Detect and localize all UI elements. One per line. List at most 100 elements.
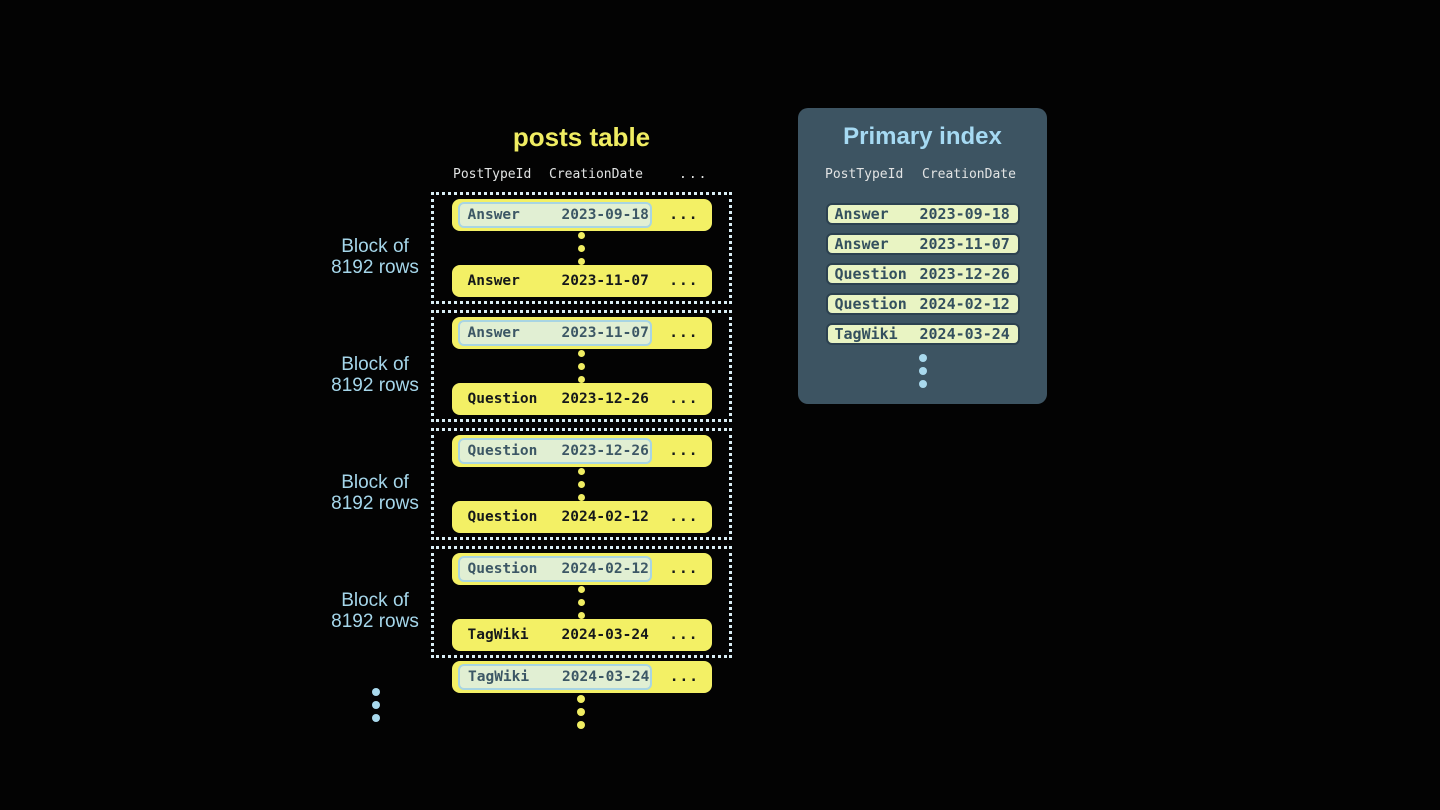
- cell-posttypeid: Question: [467, 561, 538, 577]
- row-block-2: Answer 2023-11-07 ... Question 2023-12-2…: [431, 310, 732, 422]
- indexed-cell-highlight: Question 2024-02-12: [457, 556, 652, 582]
- cell-creationdate: 2023-12-26: [919, 265, 1010, 283]
- more-blocks-ellipsis-dots: [372, 688, 380, 722]
- table-row: Answer 2023-09-18 ...: [451, 199, 712, 231]
- dot: [372, 701, 380, 709]
- row-block-4: Question 2024-02-12 ... TagWiki 2024-03-…: [431, 546, 732, 658]
- cell-posttypeid: Question: [467, 443, 538, 459]
- cell-creationdate: 2023-11-07: [561, 273, 649, 289]
- cell-posttypeid: TagWiki: [467, 627, 529, 643]
- cell-posttypeid: TagWiki: [834, 325, 898, 343]
- cell-creationdate: 2024-03-24: [562, 669, 650, 685]
- block-label-line2: 8192 rows: [331, 375, 419, 396]
- row-ellipsis: ...: [669, 509, 699, 525]
- row-ellipsis: ...: [669, 273, 699, 289]
- row-ellipsis: ...: [669, 561, 699, 577]
- block-label-1: Block of 8192 rows: [300, 236, 450, 278]
- indexed-cell-highlight: Answer 2023-09-18: [457, 202, 652, 228]
- block-label-3: Block of 8192 rows: [300, 472, 450, 514]
- column-header-ellipsis: ...: [679, 167, 709, 182]
- indexed-cell-highlight: TagWiki 2024-03-24: [458, 664, 652, 690]
- cell-posttypeid: Answer: [834, 205, 889, 223]
- primary-index-column-headers: PostTypeId CreationDate: [825, 167, 1016, 182]
- block-label-line2: 8192 rows: [331, 611, 419, 632]
- row-block-3: Question 2023-12-26 ... Question 2024-02…: [431, 428, 732, 540]
- indexed-cell-highlight: Answer 2023-11-07: [457, 320, 652, 346]
- dot: [578, 480, 585, 488]
- table-row: Question 2024-02-12 ...: [451, 501, 712, 533]
- dot: [918, 380, 927, 388]
- block-label-4: Block of 8192 rows: [300, 590, 450, 632]
- cell-creationdate: 2023-12-26: [561, 443, 649, 459]
- rows-ellipsis-dots: [578, 467, 585, 501]
- dot: [578, 611, 585, 619]
- block-label-2: Block of 8192 rows: [300, 354, 450, 396]
- table-row: TagWiki 2024-03-24 ...: [451, 619, 712, 651]
- index-entry: Answer 2023-11-07: [825, 233, 1020, 255]
- cell-creationdate: 2023-11-07: [561, 325, 649, 341]
- cell-posttypeid: Answer: [467, 207, 520, 223]
- column-header-creationdate: CreationDate: [922, 167, 1016, 182]
- dot: [578, 598, 585, 606]
- cell-posttypeid: Answer: [467, 325, 520, 341]
- cell-group: Question 2024-02-12: [458, 504, 652, 530]
- cell-creationdate: 2024-02-12: [561, 561, 649, 577]
- index-entry: TagWiki 2024-03-24: [825, 323, 1020, 345]
- dot: [578, 257, 585, 265]
- column-header-posttypeid: PostTypeId: [453, 167, 532, 182]
- block-label-line2: 8192 rows: [331, 493, 419, 514]
- row-ellipsis: ...: [669, 443, 699, 459]
- posts-table-column-headers: PostTypeId CreationDate ...: [431, 167, 732, 182]
- cell-group: TagWiki 2024-03-24: [458, 622, 652, 648]
- rows-ellipsis-dots: [578, 231, 585, 265]
- primary-index-entries: Answer 2023-09-18 Answer 2023-11-07 Ques…: [798, 203, 1047, 345]
- row-ellipsis: ...: [669, 669, 699, 685]
- dot: [918, 367, 927, 375]
- cell-posttypeid: TagWiki: [468, 669, 530, 685]
- cell-group: Question 2023-12-26: [458, 386, 652, 412]
- rows-ellipsis-dots: [578, 585, 585, 619]
- cell-posttypeid: Question: [467, 391, 538, 407]
- row-ellipsis: ...: [669, 325, 699, 341]
- cell-creationdate: 2023-11-07: [919, 235, 1010, 253]
- block-label-line1: Block of: [341, 590, 409, 611]
- cell-creationdate: 2023-12-26: [561, 391, 649, 407]
- index-entry: Answer 2023-09-18: [825, 203, 1020, 225]
- cell-creationdate: 2024-02-12: [919, 295, 1010, 313]
- index-entry: Question 2023-12-26: [825, 263, 1020, 285]
- column-header-creationdate: CreationDate: [549, 167, 643, 182]
- cell-creationdate: 2024-03-24: [561, 627, 649, 643]
- dot: [578, 244, 585, 252]
- dot: [372, 714, 380, 722]
- table-row: Question 2023-12-26 ...: [451, 383, 712, 415]
- dot: [578, 231, 585, 239]
- cell-group: Answer 2023-11-07: [458, 268, 652, 294]
- indexed-cell-highlight: Question 2023-12-26: [457, 438, 652, 464]
- rows-ellipsis-dots: [578, 349, 585, 383]
- cell-creationdate: 2024-03-24: [919, 325, 1010, 343]
- table-row: Answer 2023-11-07 ...: [451, 265, 712, 297]
- row-block-1: Answer 2023-09-18 ... Answer 2023-11-07 …: [431, 192, 732, 304]
- cell-posttypeid: Question: [467, 509, 538, 525]
- cell-creationdate: 2023-09-18: [561, 207, 649, 223]
- index-entry: Question 2024-02-12: [825, 293, 1020, 315]
- cell-creationdate: 2023-09-18: [919, 205, 1010, 223]
- dot: [578, 493, 585, 501]
- primary-index-title: Primary index: [843, 123, 1002, 150]
- dot: [372, 688, 380, 696]
- table-row: Answer 2023-11-07 ...: [451, 317, 712, 349]
- column-header-posttypeid: PostTypeId: [825, 167, 904, 182]
- cell-posttypeid: Question: [834, 295, 907, 313]
- table-row: Question 2023-12-26 ...: [451, 435, 712, 467]
- row-ellipsis: ...: [669, 627, 699, 643]
- dot: [577, 708, 585, 716]
- cell-posttypeid: Answer: [834, 235, 889, 253]
- dot: [578, 362, 585, 370]
- table-row-overflow: TagWiki 2024-03-24 ...: [452, 661, 712, 693]
- dot: [578, 375, 585, 383]
- block-label-line2: 8192 rows: [331, 257, 419, 278]
- dot: [577, 695, 585, 703]
- row-ellipsis: ...: [669, 391, 699, 407]
- cell-creationdate: 2024-02-12: [561, 509, 649, 525]
